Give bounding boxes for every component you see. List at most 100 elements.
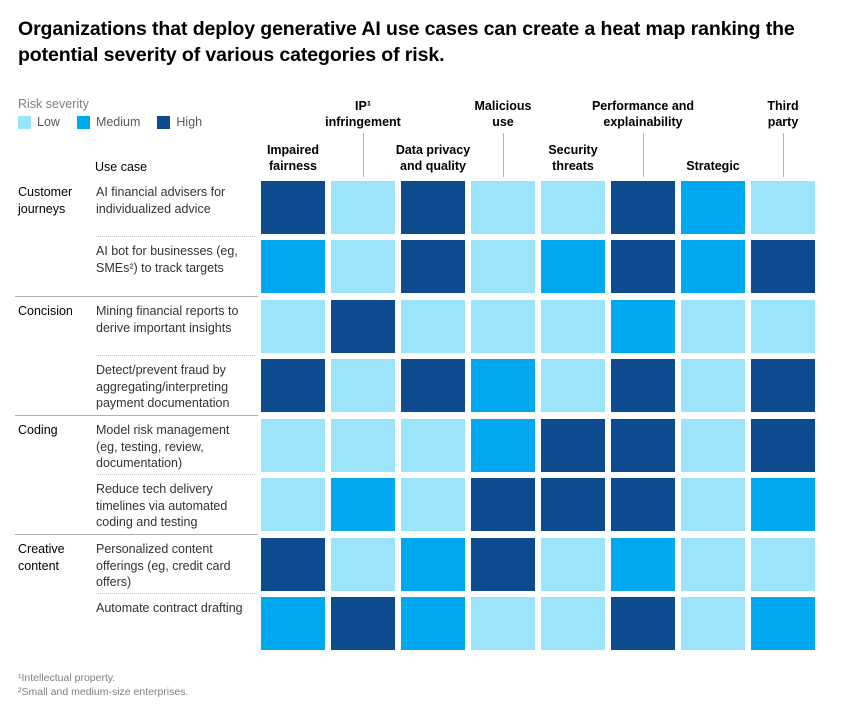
heatmap-cell bbox=[611, 240, 675, 293]
heatmap-cell bbox=[471, 419, 535, 472]
heatmap-cell bbox=[751, 597, 815, 650]
use-case-label: Detect/prevent fraud by aggregating/inte… bbox=[96, 363, 230, 410]
legend-item-medium: Medium bbox=[76, 115, 141, 129]
heatmap-cell bbox=[681, 597, 745, 650]
heatmap-cell bbox=[261, 359, 325, 412]
column-header-third-party: Third party bbox=[767, 99, 799, 129]
heatmap-cell bbox=[331, 597, 395, 650]
table-row: Customer journeys AI financial advisers … bbox=[18, 181, 815, 234]
heatmap-cell bbox=[681, 538, 745, 591]
heatmap-cell bbox=[331, 359, 395, 412]
table-row: AI bot for businesses (eg, SMEs²) to tra… bbox=[18, 236, 815, 293]
heatmap-cell bbox=[471, 478, 535, 531]
legend-swatch-low bbox=[18, 115, 31, 129]
heatmap-cell bbox=[541, 419, 605, 472]
page-title: Organizations that deploy generative AI … bbox=[18, 18, 795, 66]
heatmap-cell bbox=[751, 300, 815, 353]
column-header-data-privacy-and-quality: Data privacy and quality bbox=[395, 143, 471, 173]
column-header-impaired-fairness: Impaired fairness bbox=[266, 143, 320, 173]
group-label-spacer bbox=[18, 478, 90, 531]
column-header-performance-and-explainability: Performance and explainability bbox=[591, 99, 695, 129]
header-band: Risk severity Low Medium High Use case I… bbox=[0, 96, 850, 180]
heatmap-cell bbox=[261, 597, 325, 650]
heatmap-cell bbox=[471, 597, 535, 650]
use-case-label: Model risk management (eg, testing, revi… bbox=[96, 423, 230, 470]
heatmap-cell bbox=[751, 478, 815, 531]
heatmap-cell bbox=[541, 300, 605, 353]
table-row: Concision Mining financial reports to de… bbox=[18, 300, 815, 353]
heatmap-cell bbox=[541, 597, 605, 650]
column-header-security-threats: Security threats bbox=[548, 143, 598, 173]
heatmap-cell bbox=[331, 240, 395, 293]
heatmap-cell bbox=[541, 359, 605, 412]
use-case-label: Mining financial reports to derive impor… bbox=[96, 304, 239, 335]
group-label: Creative content bbox=[18, 542, 65, 573]
heatmap-cell bbox=[751, 359, 815, 412]
heatmap-cell bbox=[261, 181, 325, 234]
header-tick-ip-infringement bbox=[363, 133, 364, 177]
table-row: Reduce tech delivery timelines via autom… bbox=[18, 474, 815, 531]
heatmap-cell bbox=[681, 300, 745, 353]
heatmap-cell bbox=[751, 538, 815, 591]
heatmap-cell bbox=[681, 359, 745, 412]
heatmap-cell bbox=[541, 478, 605, 531]
group-customer-journeys: Customer journeys AI financial advisers … bbox=[18, 181, 815, 293]
heatmap-cell bbox=[611, 419, 675, 472]
heatmap-cell bbox=[681, 240, 745, 293]
heatmap-cell bbox=[751, 181, 815, 234]
heatmap-cell bbox=[611, 300, 675, 353]
heatmap-cell bbox=[751, 240, 815, 293]
footnote-2: ²Small and medium-size enterprises. bbox=[18, 686, 189, 699]
heatmap-cell bbox=[751, 419, 815, 472]
heatmap-cell bbox=[611, 597, 675, 650]
use-case-label: Reduce tech delivery timelines via autom… bbox=[96, 482, 228, 529]
use-case-label: AI financial advisers for individualized… bbox=[96, 185, 226, 216]
heatmap-cell bbox=[331, 478, 395, 531]
group-label-spacer bbox=[18, 359, 90, 412]
legend-swatch-medium bbox=[76, 115, 90, 129]
heatmap-cell bbox=[681, 181, 745, 234]
heatmap-cell bbox=[401, 240, 465, 293]
header-tick-malicious-use bbox=[503, 133, 504, 177]
heatmap-cell bbox=[471, 359, 535, 412]
footnote-1: ¹Intellectual property. bbox=[18, 672, 116, 684]
heatmap-cell bbox=[611, 538, 675, 591]
header-tick-performance-and-explainability bbox=[643, 133, 644, 177]
group-label: Coding bbox=[18, 423, 58, 437]
group-label-spacer bbox=[18, 240, 90, 293]
use-case-label: Personalized content offerings (eg, cred… bbox=[96, 542, 231, 589]
heatmap-cell bbox=[331, 538, 395, 591]
heatmap-cell bbox=[261, 300, 325, 353]
risk-severity-legend: Low Medium High bbox=[18, 115, 202, 129]
heatmap-cell bbox=[681, 478, 745, 531]
group-label: Concision bbox=[18, 304, 73, 318]
heatmap-cell bbox=[331, 181, 395, 234]
column-header-malicious-use: Malicious use bbox=[474, 99, 532, 129]
table-row: Coding Model risk management (eg, testin… bbox=[18, 419, 815, 472]
heatmap-cell bbox=[261, 419, 325, 472]
legend-label-medium: Medium bbox=[95, 115, 141, 129]
table-row: Creative content Personalized content of… bbox=[18, 538, 815, 591]
group-label-spacer bbox=[18, 597, 90, 650]
column-header-strategic: Strategic bbox=[686, 159, 740, 173]
footnotes: ¹Intellectual property. ²Small and mediu… bbox=[18, 671, 188, 699]
heatmap-cell bbox=[401, 597, 465, 650]
heatmap-cell bbox=[471, 240, 535, 293]
heatmap-cell bbox=[471, 181, 535, 234]
legend-item-high: High bbox=[157, 115, 202, 129]
heatmap-cell bbox=[401, 538, 465, 591]
heatmap-cell bbox=[401, 300, 465, 353]
table-row: Detect/prevent fraud by aggregating/inte… bbox=[18, 355, 815, 412]
heatmap-cell bbox=[541, 181, 605, 234]
heatmap-cell bbox=[261, 538, 325, 591]
heatmap-cell bbox=[541, 538, 605, 591]
legend-title: Risk severity bbox=[18, 97, 89, 111]
heatmap-cell bbox=[401, 181, 465, 234]
legend-swatch-high bbox=[157, 115, 171, 129]
heatmap-cell bbox=[541, 240, 605, 293]
heatmap-cell bbox=[331, 419, 395, 472]
heatmap-cell bbox=[611, 181, 675, 234]
use-case-label: AI bot for businesses (eg, SMEs²) to tra… bbox=[96, 244, 238, 275]
heatmap-cell bbox=[611, 359, 675, 412]
